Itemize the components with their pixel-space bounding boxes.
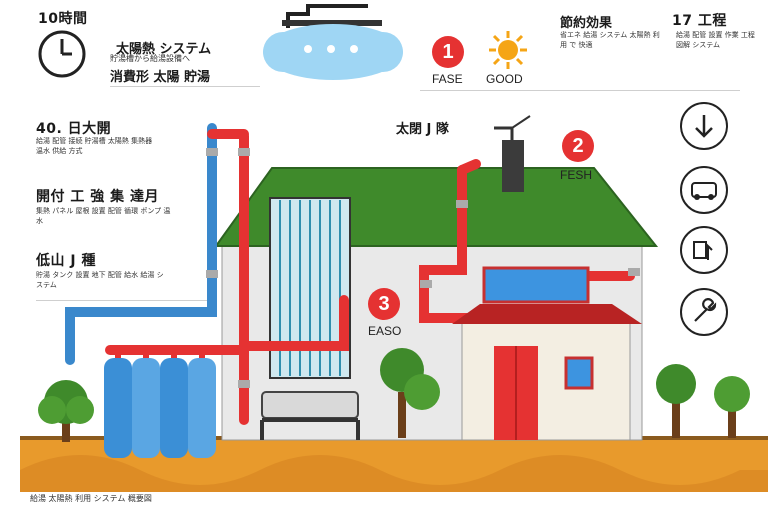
block1-title: 太陽熱 システム xyxy=(116,42,212,57)
item3-title: 低山 J 種 xyxy=(36,253,96,269)
trees xyxy=(38,348,750,442)
vehicle-icon xyxy=(680,166,728,214)
step-3-badge: 3 xyxy=(368,288,400,320)
block2-text: 省エネ 給湯 システム 太陽熱 利用 で 快適 xyxy=(560,31,660,49)
window-panel xyxy=(482,266,590,304)
item3-text: 貯湯 タンク 設置 地下 配管 給水 給湯 システム xyxy=(36,271,164,289)
roof-water-tank xyxy=(263,4,403,80)
clock-title: 10時間 xyxy=(38,11,88,27)
pipe-joints xyxy=(206,148,640,388)
cottage xyxy=(452,266,642,441)
hand-touch-icon xyxy=(680,226,728,274)
header-divider-2 xyxy=(420,90,740,91)
wrench-icon xyxy=(680,288,728,336)
good-label: GOOD xyxy=(486,72,523,86)
header-divider-1 xyxy=(110,86,260,87)
block1-subtitle-line: 貯湯槽から給湯設備へ xyxy=(110,54,190,63)
item1-text: 給湯 配管 接続 貯湯槽 太陽熱 集熱器 温水 供給 方式 xyxy=(36,137,153,155)
cold-water-pipe xyxy=(65,123,217,365)
window xyxy=(564,356,594,390)
bench xyxy=(260,391,360,440)
step-1-label: FASE xyxy=(432,72,463,86)
clock-icon xyxy=(38,30,86,78)
arrow-down-icon xyxy=(680,102,728,150)
step-2-badge: 2 xyxy=(562,130,594,162)
step-1-badge: 1 xyxy=(432,36,464,68)
step-3-label: EASO xyxy=(368,324,402,338)
step-2-label: FESH xyxy=(560,168,593,182)
sun-icon xyxy=(489,31,527,69)
center-top-label: 太閉 J 隊 xyxy=(396,122,449,137)
chimney xyxy=(502,140,524,192)
footer-caption: 給湯 太陽熱 利用 システム 概要図 xyxy=(30,494,152,503)
left-divider xyxy=(36,300,216,301)
block2-title: 節約効果 xyxy=(560,16,613,31)
block3-title: 17 工程 xyxy=(672,13,727,29)
block3-text: 給湯 配管 設置 作業 工程 図解 システム xyxy=(676,31,755,49)
item1-title: 40. 日大開 xyxy=(36,121,112,137)
storage-tanks xyxy=(104,348,216,458)
item2-text: 集熱 パネル 屋根 設置 配管 循環 ポンプ 温水 xyxy=(36,207,171,225)
ground-texture xyxy=(20,455,768,492)
block1-subtitle: 消費形 太陽 貯湯 xyxy=(110,70,211,85)
item2-title: 開付 工 強 集 達月 xyxy=(36,189,159,205)
